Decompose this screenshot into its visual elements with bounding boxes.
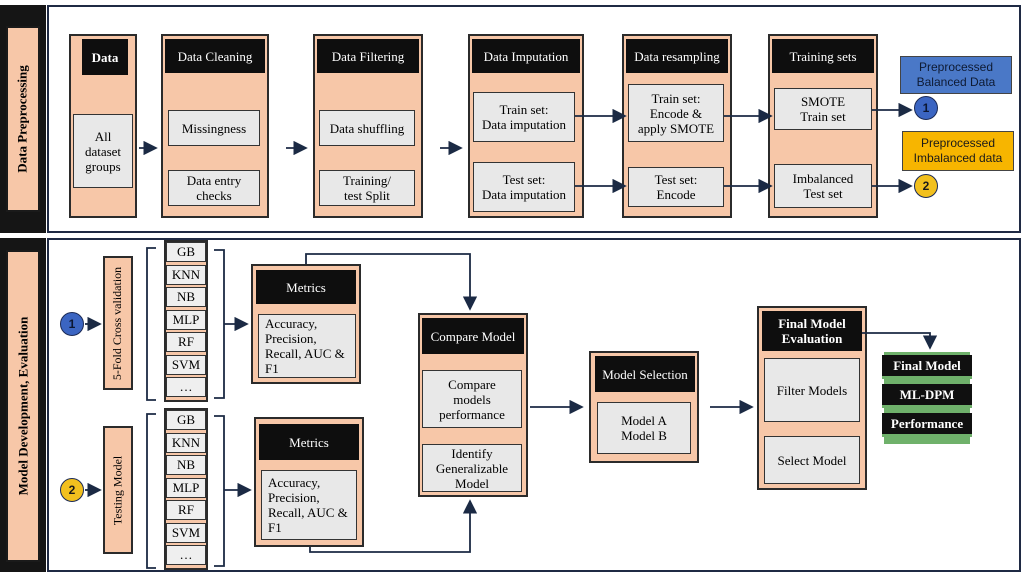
test-model-6: … <box>166 545 206 565</box>
data-shuffling-box: Data shuffling <box>319 110 415 146</box>
data-preprocessing-label: Data Preprocessing <box>6 26 40 212</box>
data-entry-checks-box: Data entry checks <box>168 170 260 206</box>
imbalanced-test-set-box: Imbalanced Test set <box>774 164 872 208</box>
performance-chip: Performance <box>882 413 972 437</box>
bracket-top-left <box>146 247 156 401</box>
circle-2-bottom: 2 <box>60 478 84 502</box>
test-set-imputation-box: Test set: Data imputation <box>473 162 575 212</box>
filter-models-box: Filter Models <box>764 358 860 422</box>
testing-model-box: Testing Model <box>103 426 133 554</box>
missingness-box: Missingness <box>168 110 260 146</box>
arrow-metrics-bottom-compare <box>309 499 478 553</box>
data-stage-title: Data <box>82 39 128 75</box>
compare-performance-box: Compare models performance <box>422 370 522 428</box>
data-resampling-title: Data resampling <box>626 39 728 73</box>
data-filtering-title: Data Filtering <box>317 39 419 73</box>
test-model-1: KNN <box>166 432 206 453</box>
cross-validation-box: 5-Fold Cross validation <box>103 256 133 390</box>
data-cleaning-title: Data Cleaning <box>165 39 265 73</box>
cv-model-5: SVM <box>166 354 206 375</box>
test-model-4: RF <box>166 500 206 520</box>
circle-1-top: 1 <box>914 96 938 120</box>
circle-1-bottom: 1 <box>60 312 84 336</box>
cv-model-1: KNN <box>166 264 206 285</box>
metrics-bottom-body: Accuracy, Precision, Recall, AUC & F1 <box>261 470 357 540</box>
identify-generalizable-box: Identify Generalizable Model <box>422 444 522 492</box>
circle-2-top: 2 <box>914 174 938 198</box>
arrow-metrics-top-compare <box>305 253 478 311</box>
test-model-3: MLP <box>166 477 206 498</box>
cv-model-3: MLP <box>166 309 206 330</box>
model-ab-box: Model A Model B <box>597 402 691 454</box>
test-model-5: SVM <box>166 522 206 543</box>
training-sets-title: Training sets <box>772 39 874 73</box>
metrics-top-body: Accuracy, Precision, Recall, AUC & F1 <box>258 314 356 378</box>
model-development-label: Model Development, Evaluation <box>6 250 40 562</box>
select-model-box: Select Model <box>764 436 860 484</box>
data-stage-box: All dataset groups <box>73 114 133 188</box>
data-imputation-title: Data Imputation <box>472 39 580 73</box>
cv-model-6: … <box>166 377 206 397</box>
train-set-imputation-box: Train set: Data imputation <box>473 92 575 142</box>
ml-dpm-chip: ML-DPM <box>882 384 972 408</box>
metrics-bottom-title: Metrics <box>259 424 359 460</box>
test-model-2: NB <box>166 455 206 475</box>
arrow-final-stack <box>862 332 938 350</box>
cv-model-4: RF <box>166 332 206 352</box>
train-test-split-box: Training/ test Split <box>319 170 415 206</box>
metrics-top-title: Metrics <box>256 270 356 304</box>
preprocessed-balanced-tag: Preprocessed Balanced Data <box>900 56 1012 94</box>
model-selection-title: Model Selection <box>595 356 695 392</box>
bracket-bottom-left <box>146 413 156 569</box>
cv-model-2: NB <box>166 287 206 307</box>
bracket-bottom-right <box>214 415 225 567</box>
cv-model-0: GB <box>166 242 206 262</box>
test-set-encode-box: Test set: Encode <box>628 167 724 207</box>
bracket-top-right <box>214 249 225 399</box>
preprocessed-imbalanced-tag: Preprocessed Imbalanced data <box>902 131 1014 171</box>
final-model-chip: Final Model <box>882 355 972 379</box>
final-eval-title: Final Model Evaluation <box>762 311 862 351</box>
test-model-0: GB <box>166 410 206 430</box>
smote-train-set-box: SMOTE Train set <box>774 88 872 130</box>
train-set-smote-box: Train set: Encode & apply SMOTE <box>628 84 724 142</box>
compare-model-title: Compare Model <box>422 318 524 354</box>
